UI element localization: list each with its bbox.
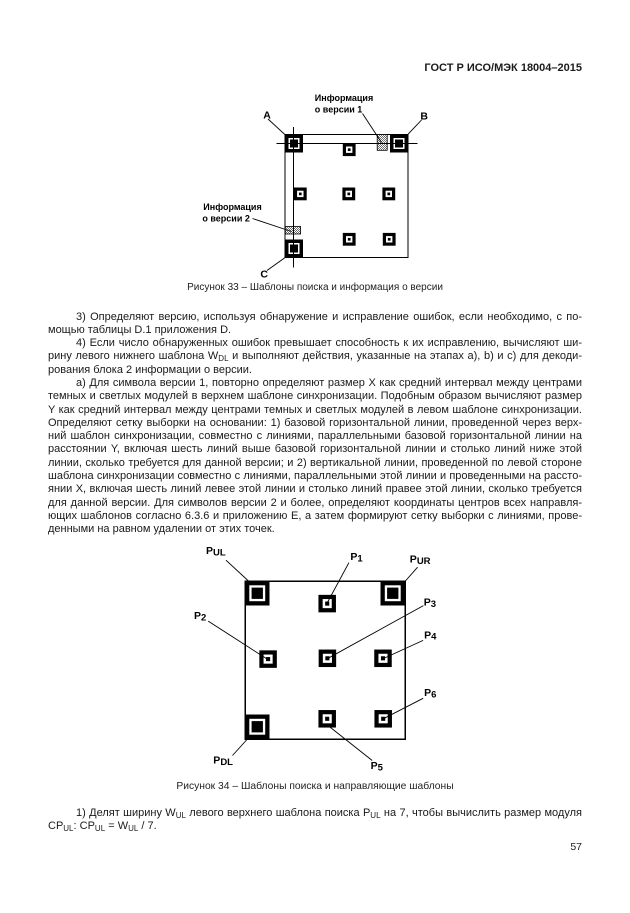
svg-text:PUR: PUR — [410, 554, 431, 567]
svg-text:P5: P5 — [371, 760, 384, 773]
svg-text:PUL: PUL — [206, 545, 226, 558]
svg-text:B: B — [420, 110, 428, 122]
svg-text:P3: P3 — [424, 597, 436, 610]
svg-text:PDL: PDL — [213, 755, 233, 768]
svg-text:P1: P1 — [350, 551, 363, 564]
svg-text:P4: P4 — [424, 629, 437, 642]
svg-text:о версии 1: о версии 1 — [315, 104, 363, 114]
svg-text:P2: P2 — [194, 610, 206, 623]
svg-text:P6: P6 — [424, 687, 436, 700]
svg-text:Информация: Информация — [203, 202, 261, 212]
svg-text:A: A — [263, 109, 271, 121]
svg-text:Информация: Информация — [315, 93, 373, 103]
svg-text:C: C — [260, 269, 268, 281]
svg-text:о версии 2: о версии 2 — [202, 213, 250, 223]
